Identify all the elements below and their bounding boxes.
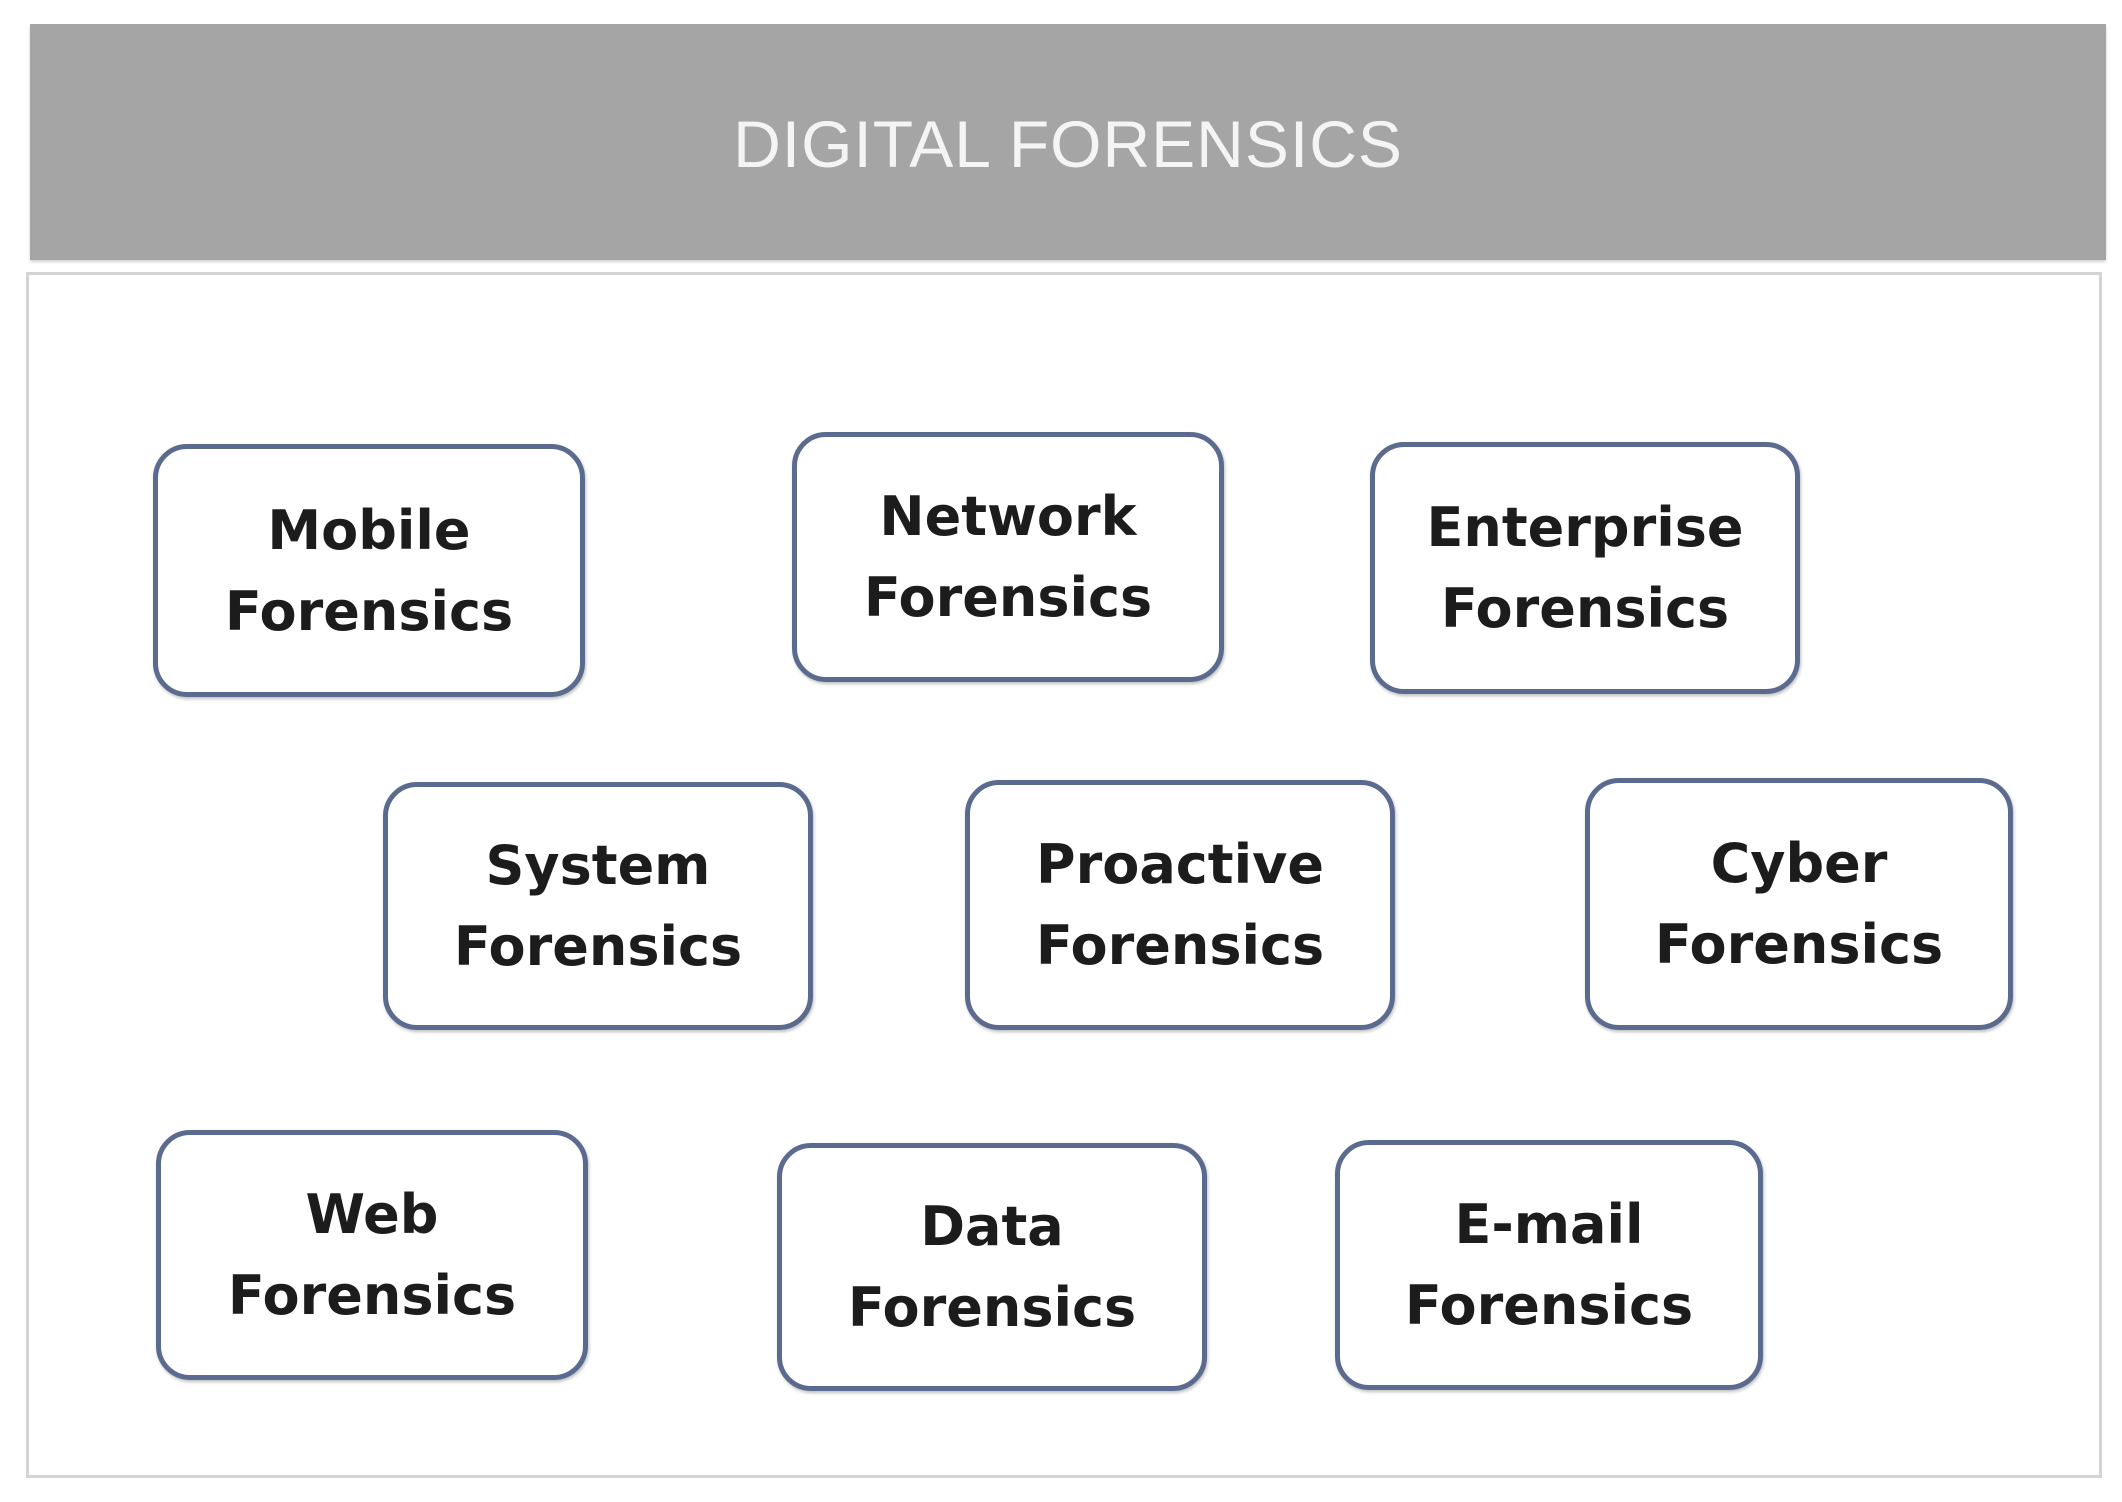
node-email-forensics: E-mail Forensics <box>1335 1140 1763 1390</box>
node-data-forensics: Data Forensics <box>777 1143 1207 1391</box>
node-label-line2: Forensics <box>224 579 514 643</box>
node-label-line2: Forensics <box>1654 913 1944 976</box>
node-label-line1: Proactive <box>1036 833 1324 896</box>
node-label-line2: Forensics <box>863 566 1153 629</box>
node-label-line2: Forensics <box>227 1264 517 1327</box>
node-web-forensics: Web Forensics <box>156 1130 588 1380</box>
node-label-line1: Data <box>920 1195 1064 1258</box>
header-bar: DIGITAL FORENSICS <box>30 24 2106 260</box>
node-label-line2: Forensics <box>1404 1274 1694 1337</box>
node-label-line1: Enterprise <box>1426 496 1744 559</box>
node-cyber-forensics: Cyber Forensics <box>1585 778 2013 1030</box>
node-label-line2: Forensics <box>1440 577 1730 640</box>
node-proactive-forensics: Proactive Forensics <box>965 780 1395 1030</box>
node-mobile-forensics: Mobile Forensics <box>153 444 585 697</box>
node-system-forensics: System Forensics <box>383 782 813 1030</box>
node-enterprise-forensics: Enterprise Forensics <box>1370 442 1800 694</box>
node-label-line2: Forensics <box>1035 914 1325 977</box>
node-label-line1: Web <box>305 1183 439 1246</box>
node-label-line1: Cyber <box>1710 832 1888 895</box>
page-title: DIGITAL FORENSICS <box>733 107 1403 181</box>
node-label-line2: Forensics <box>847 1276 1137 1339</box>
node-label-line1: Network <box>879 485 1137 548</box>
node-network-forensics: Network Forensics <box>792 432 1224 682</box>
node-label-line1: System <box>485 834 711 897</box>
node-label-line1: Mobile <box>267 498 471 562</box>
node-label-line2: Forensics <box>453 915 743 978</box>
node-label-line1: E-mail <box>1454 1193 1644 1256</box>
